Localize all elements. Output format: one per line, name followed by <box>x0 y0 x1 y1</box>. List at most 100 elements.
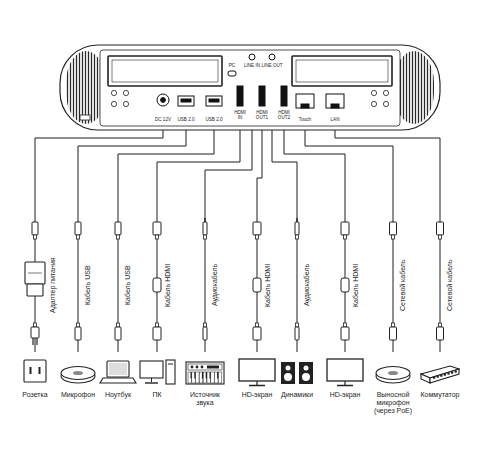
drawing-part <box>421 374 430 383</box>
cable-strain-relief <box>392 235 395 239</box>
cable-plug <box>341 222 349 235</box>
ferrite-bead <box>153 278 161 292</box>
cable-plug <box>437 327 444 340</box>
cable-plug <box>31 327 39 338</box>
drawing-part <box>196 366 199 369</box>
drawing-part <box>61 367 95 380</box>
cable-strain-relief <box>439 235 442 239</box>
drawing-part <box>73 371 83 375</box>
cable-plug <box>437 222 444 235</box>
cable-wire <box>272 130 297 352</box>
drawing-part <box>166 360 175 384</box>
device-node: DC 12VUSB 2.0USB 2.0PCHDMI INLINE INHDMI… <box>60 45 440 130</box>
pc-icon <box>138 352 178 390</box>
cable-wire <box>78 130 186 352</box>
port-label: LINE OUT <box>261 63 282 68</box>
cable-strain-relief <box>204 323 207 327</box>
cable-label: Кабель USB <box>84 264 92 306</box>
device-node: Коммутатор <box>414 352 466 400</box>
drawing-part <box>201 366 204 369</box>
drawing-part <box>327 359 363 381</box>
cable-plug <box>203 327 207 340</box>
cable-label: Кабель HDMI <box>164 262 172 307</box>
rear-panel <box>108 56 222 86</box>
cable-plug <box>75 327 81 340</box>
cable-plug <box>153 222 161 235</box>
usb-port <box>206 96 222 106</box>
drawing-part <box>284 373 292 381</box>
drawing-part <box>239 359 275 381</box>
cable-plug <box>253 222 261 235</box>
cable-strain-relief <box>204 235 207 239</box>
cable-label: Сетевой кабель <box>446 258 454 312</box>
drawing-part <box>304 366 309 371</box>
cable-wire <box>284 130 345 352</box>
port-label: LAN <box>331 117 340 122</box>
drawing-part <box>151 378 152 382</box>
synth-icon <box>185 352 225 390</box>
cable-plug <box>115 327 121 340</box>
device-label: HD-экран <box>324 390 366 400</box>
cable-strain-relief <box>77 323 80 327</box>
cable-strain-relief <box>256 235 259 239</box>
cable-wire <box>35 130 163 352</box>
device-label: Источник звука <box>181 390 229 408</box>
audio-jack <box>269 54 275 60</box>
usb-port <box>178 96 194 106</box>
drawing-part <box>188 364 222 370</box>
cable-label: Кабель HDMI <box>352 262 360 307</box>
mic-icon <box>58 352 98 390</box>
drawing-part <box>168 364 173 365</box>
monitor-icon <box>237 352 277 390</box>
rj45-port <box>296 94 314 108</box>
device-node: ПК <box>138 352 176 400</box>
drawing-part <box>207 366 219 369</box>
port-label: PC <box>229 63 235 68</box>
cable-strain-relief <box>34 235 37 239</box>
screw <box>371 90 376 95</box>
cable-strain-relief <box>296 235 299 239</box>
cable-plug <box>115 222 121 235</box>
cable-strain-relief <box>156 323 159 327</box>
cable-strain-relief <box>34 323 37 327</box>
key-stroke <box>218 372 221 383</box>
cable-plug <box>295 222 299 235</box>
port-label: LINE IN <box>244 63 260 68</box>
drawing-part <box>191 366 194 369</box>
drawing-part <box>286 366 291 371</box>
jack-tip <box>296 218 297 222</box>
port-label: USB 2.0 <box>177 117 194 122</box>
port-label: Touch <box>299 117 311 122</box>
port-label: HDMI OUT2 <box>277 110 291 120</box>
drawing-part <box>39 367 41 374</box>
device-label: Розетка <box>12 390 58 400</box>
drawing-part <box>344 381 345 385</box>
drawing-part <box>188 372 222 383</box>
cable-wire <box>335 130 440 352</box>
device-body <box>60 45 440 130</box>
cable-plug <box>253 327 261 340</box>
port-label: HDMI IN <box>233 110 247 120</box>
cable-label: Кабель USB <box>124 264 132 306</box>
laptop-icon <box>98 352 138 390</box>
cable-label: Сетевой кабель <box>399 258 407 312</box>
drawing-part <box>337 385 353 387</box>
screw <box>123 90 128 95</box>
drawing-part <box>388 371 398 375</box>
switch-port-stroke <box>440 375 442 377</box>
rear-panel <box>292 56 392 86</box>
cable-plug <box>390 327 397 340</box>
cable-strain-relief <box>296 323 299 327</box>
cable-strain-relief <box>439 323 442 327</box>
device-label: Микрофон <box>55 390 101 400</box>
cable-wire <box>305 130 393 352</box>
monitor-icon <box>325 352 365 390</box>
hdmi-port <box>281 86 287 106</box>
drawing-part <box>302 373 310 381</box>
usb-port-tongue <box>181 99 191 102</box>
drawing-part <box>140 361 163 378</box>
drawing-part <box>107 361 129 377</box>
drawing-part <box>109 363 127 375</box>
plug-prong <box>36 338 37 345</box>
cable-plug <box>390 222 397 235</box>
